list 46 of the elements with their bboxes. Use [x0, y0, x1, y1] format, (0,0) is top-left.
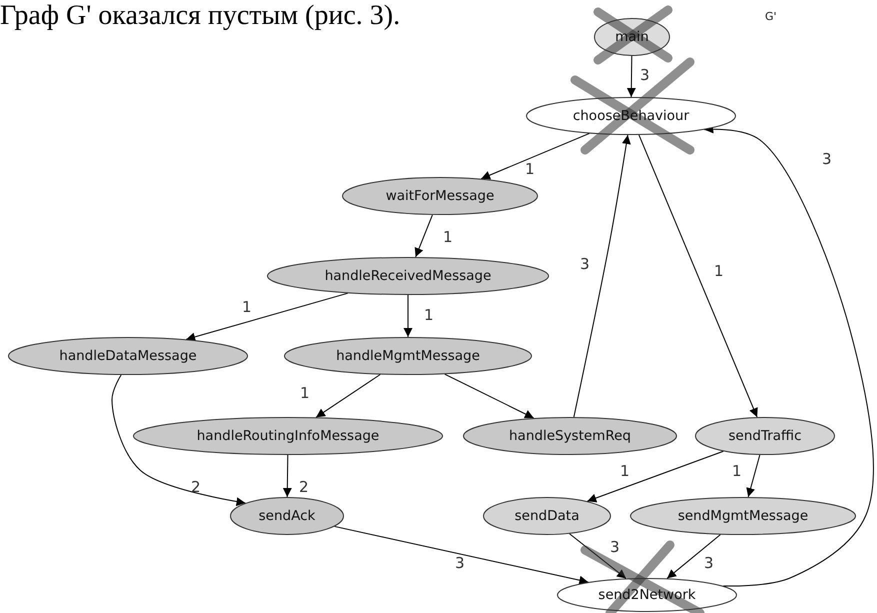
node-label: sendAck [258, 508, 316, 524]
arrow [404, 294, 412, 338]
caption-text: Граф G' оказался пустым (рис. 3). [0, 0, 400, 32]
edge-label: 3 [704, 554, 714, 572]
arrow [586, 450, 724, 502]
arrow [414, 214, 433, 258]
arrow [569, 533, 627, 579]
arrow [573, 134, 631, 418]
edge-label: 3 [822, 150, 832, 168]
node-label: chooseBehaviour [572, 108, 690, 124]
arrow [666, 534, 721, 579]
edge-label: 3 [580, 255, 590, 273]
node-label: sendData [514, 508, 580, 524]
arrow [638, 134, 758, 418]
node-label: handleMgmtMessage [335, 348, 481, 364]
edge-label: 1 [424, 306, 434, 324]
node-label: waitForMessage [384, 188, 496, 204]
edge-label: 1 [300, 384, 310, 402]
node-label: handleRoutingInfoMessage [196, 428, 380, 444]
edge-label: 1 [714, 262, 724, 280]
arrow [112, 374, 246, 506]
node-label: sendMgmtMessage [676, 508, 810, 524]
node-label: send2Network [597, 587, 697, 603]
arrow [334, 526, 589, 585]
edge-label: 1 [732, 462, 742, 480]
node-label: handleDataMessage [58, 348, 198, 364]
arrow [282, 454, 292, 498]
edge-label: 3 [455, 554, 465, 572]
edge-label: 1 [242, 298, 252, 316]
arrow [746, 454, 760, 498]
arrow [186, 292, 348, 342]
node-label: sendTraffic [727, 428, 803, 444]
graph-label: G' [765, 10, 777, 23]
arrow [316, 374, 381, 418]
arrow [626, 56, 636, 98]
node-label: handleSystemReq [508, 428, 632, 444]
edge-label: 2 [299, 478, 309, 496]
edge-label: 3 [610, 538, 620, 556]
edge-label: 1 [620, 462, 630, 480]
arrow [480, 132, 590, 180]
node-label: handleReceivedMessage [324, 268, 492, 284]
edge-label: 2 [191, 478, 201, 496]
edge-label: 1 [443, 228, 453, 246]
edge-label: 3 [640, 66, 650, 84]
edge-label: 1 [525, 160, 535, 178]
arrow [444, 374, 534, 419]
